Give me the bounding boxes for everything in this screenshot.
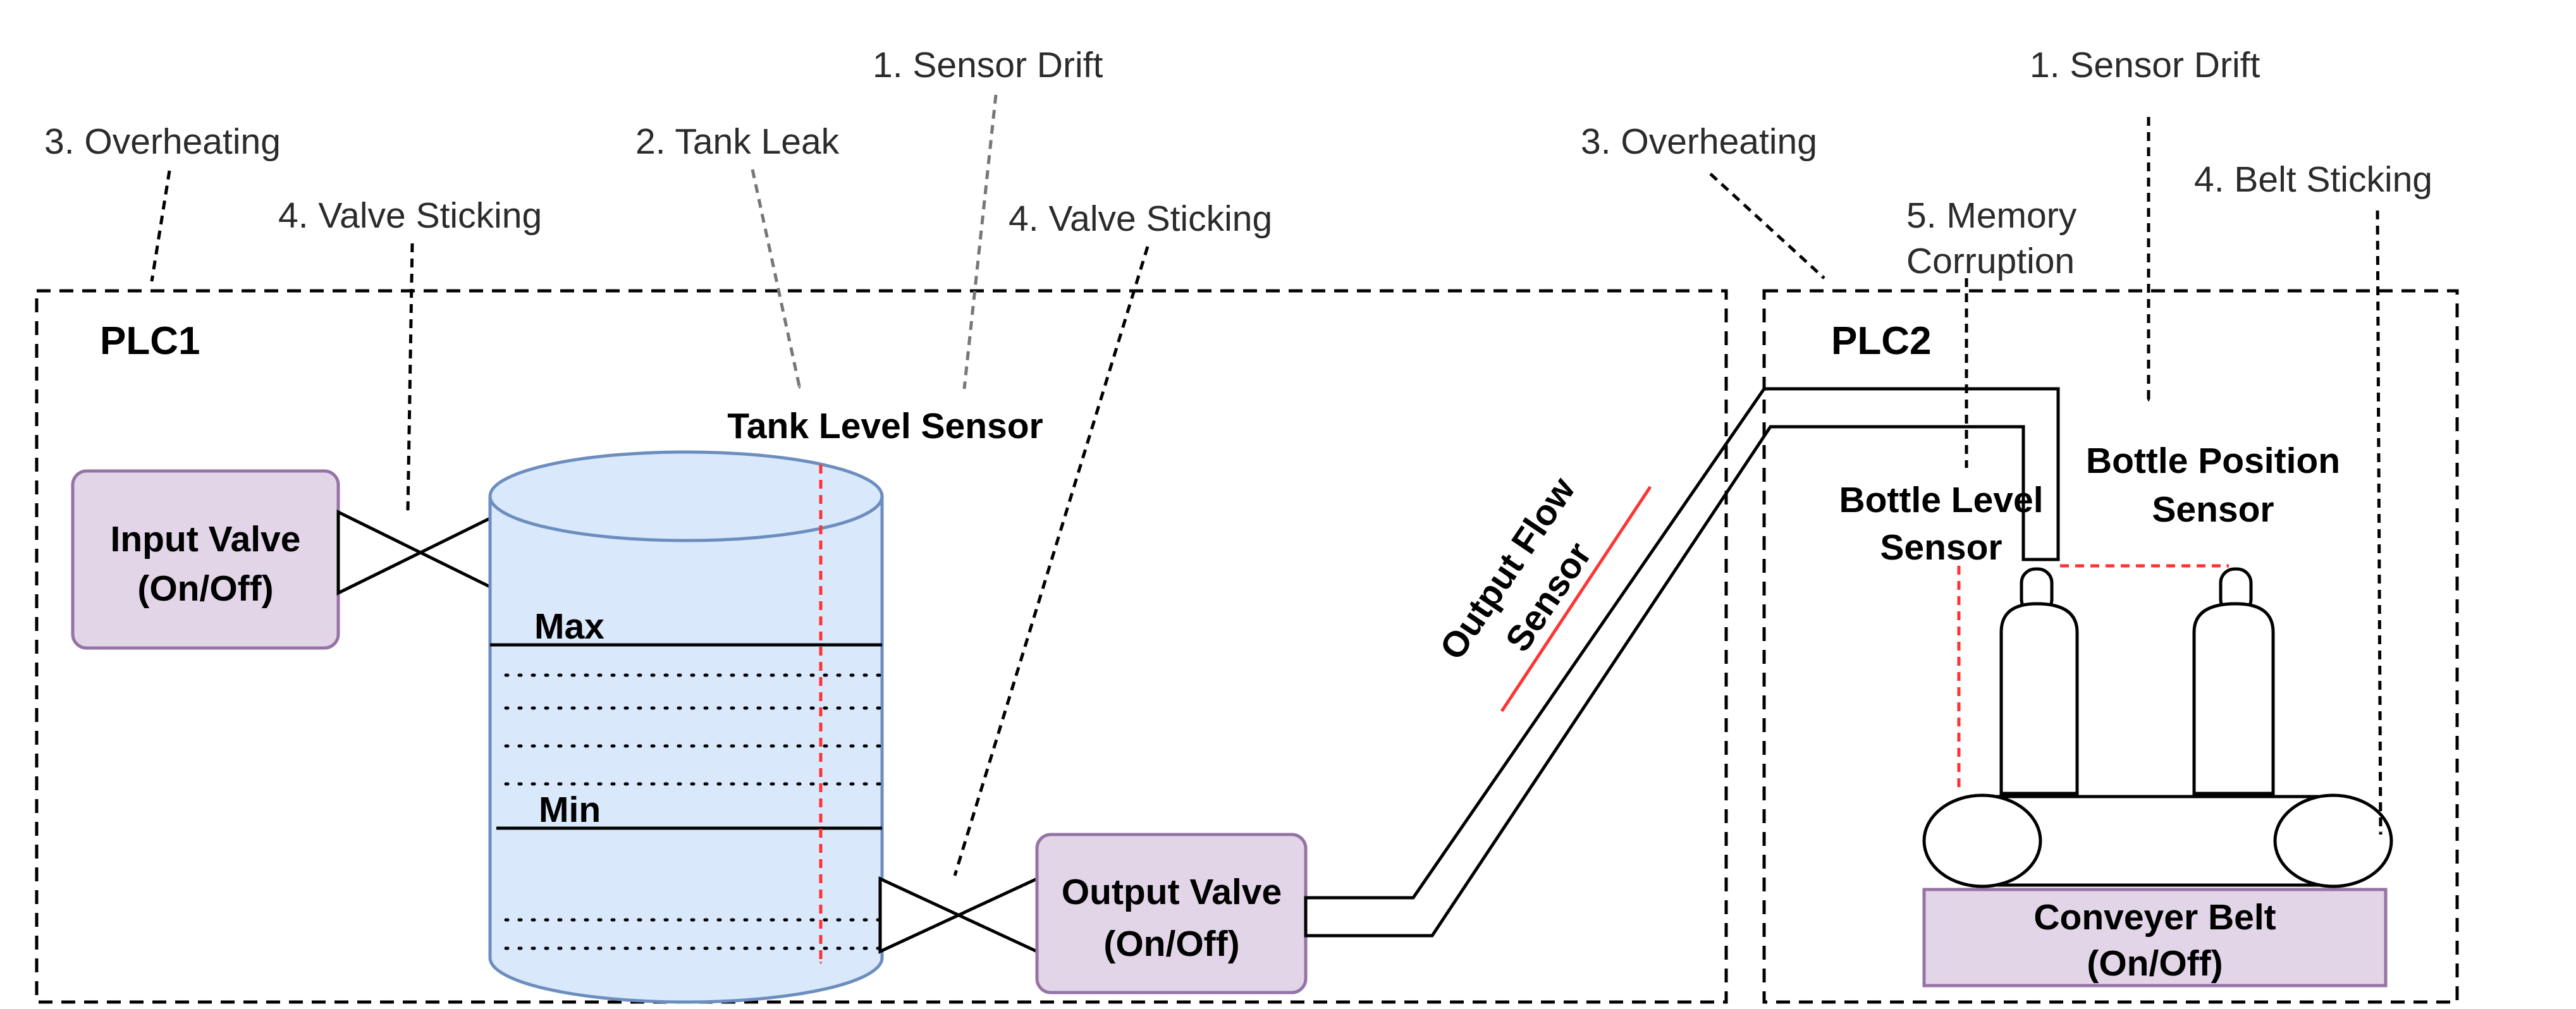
input-valve-box [71,469,340,650]
fault-sensor-drift-tank: 1. Sensor Drift [873,45,1103,85]
conveyer-belt-drive [1922,793,2393,888]
output-valve-label: Output Valve [1062,872,1282,912]
bottle-level-sensor-label-2: Sensor [1880,527,2002,568]
fault-tank-leak-arrow [751,169,802,389]
tank [488,450,884,1004]
fault-valve-sticking-output-arrow [953,246,1150,876]
fault-sensor-drift-tank-arrow [962,94,998,389]
bottle-level-sensor-label-1: Bottle Level [1839,480,2043,520]
input-valve-icon [336,509,505,596]
plc1-boundary [35,289,1728,1004]
fault-belt-sticking: 4. Belt Sticking [2194,159,2432,200]
bottle-2 [2192,567,2275,795]
plc1-label: PLC1 [100,319,200,363]
bottle-position-sensor-label-1: Bottle Position [2086,441,2340,481]
fault-tank-leak: 2. Tank Leak [635,121,840,162]
bottle-1 [1999,567,2079,795]
fault-overheating-plc1: 3. Overheating [44,121,281,162]
fault-memory-corruption-2: Corruption [1906,241,2075,281]
conveyer-belt-mode: (On/Off) [2087,943,2223,984]
conveyer-belt-box [1922,888,2388,988]
tank-level-sensor-label: Tank Level Sensor [727,406,1043,446]
fault-memory-corruption-1: 5. Memory [1906,195,2077,236]
plc2-label: PLC2 [1831,319,1931,363]
fault-overheating-plc2-arrow [1709,173,1825,279]
output-flow-sensor: Output Flow Sensor [1432,470,1652,712]
output-valve-mode: (On/Off) [1103,924,1239,964]
fault-overheating-plc1-arrow [150,170,171,282]
output-flow-arrow [1500,486,1652,712]
output-pipe [1304,387,2060,938]
fault-valve-sticking-input: 4. Valve Sticking [278,195,542,236]
input-valve-mode: (On/Off) [137,568,273,609]
fault-valve-sticking-output: 4. Valve Sticking [1009,199,1272,239]
input-valve-label: Input Valve [111,519,301,560]
fault-overheating-plc2: 3. Overheating [1581,121,1817,162]
output-valve-box [1035,833,1308,994]
conveyer-belt-label: Conveyer Belt [2033,897,2276,938]
output-valve-icon [878,876,1039,954]
bottle-position-sensor-label-2: Sensor [2152,489,2274,530]
fault-belt-sticking-arrow [2376,210,2383,835]
tank-max-label: Max [534,606,604,647]
fault-valve-sticking-input-arrow [406,243,414,511]
fault-sensor-drift-bottle: 1. Sensor Drift [2030,45,2260,85]
plc2-boundary [1762,289,2459,1004]
tank-min-label: Min [539,790,601,830]
